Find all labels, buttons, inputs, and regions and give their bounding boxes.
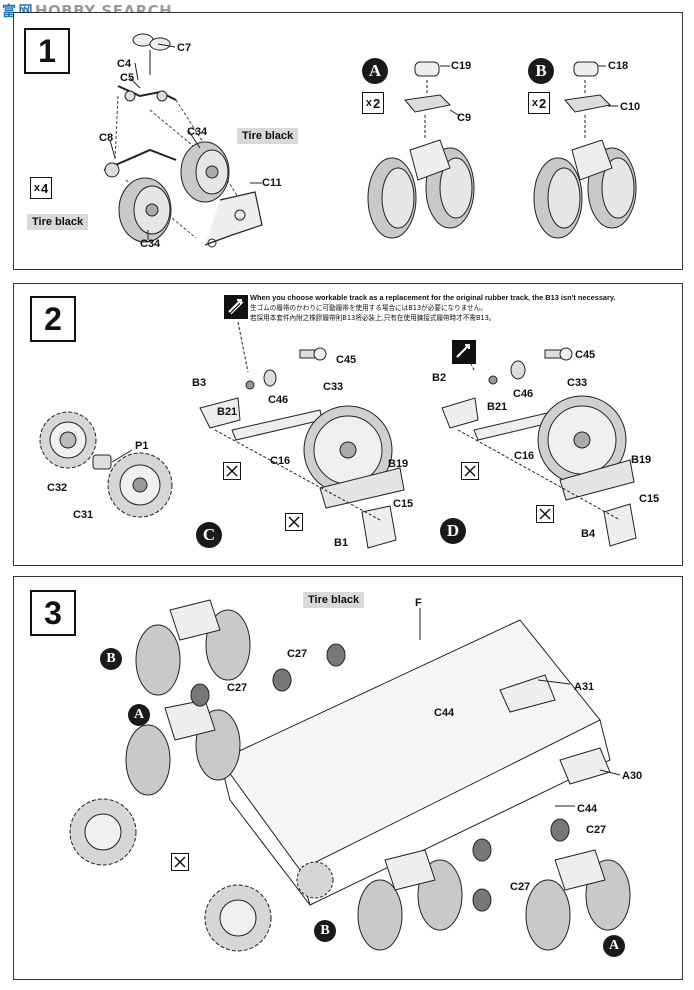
part-label: C9 xyxy=(457,112,472,124)
part-label: C7 xyxy=(177,42,192,54)
part-label: B4 xyxy=(581,528,596,540)
part-label: C16 xyxy=(514,450,535,462)
track-note-jp: 生ゴムの履帯のかわりに可動履帯を使用する場合にはB13が必要になりません。 xyxy=(250,304,487,312)
marker-a: A xyxy=(128,704,150,726)
part-label: C4 xyxy=(117,58,132,70)
part-label: C27 xyxy=(227,682,248,694)
part-label: C18 xyxy=(608,60,629,72)
part-label: C34 xyxy=(187,126,208,138)
track-swap-icon-glyph xyxy=(456,344,470,358)
step-2-number: 2 xyxy=(30,296,76,342)
part-label: A30 xyxy=(622,770,643,782)
paint-label-tire-black: Tire black xyxy=(237,128,299,144)
track-swap-icon-glyph xyxy=(228,299,244,315)
paint-label-tire-black: Tire black xyxy=(303,592,365,608)
part-label: C44 xyxy=(434,707,455,719)
cut-icon-glyph xyxy=(288,516,300,528)
part-label: A31 xyxy=(574,681,595,693)
track-swap-icon xyxy=(452,340,476,364)
step-3-number: 3 xyxy=(30,590,76,636)
part-label: C46 xyxy=(513,388,534,400)
cut-icon xyxy=(171,853,189,871)
track-note: When you choose workable track as a repl… xyxy=(250,293,616,323)
part-label: B19 xyxy=(631,454,652,466)
part-label: B21 xyxy=(217,406,238,418)
part-label: C46 xyxy=(268,394,289,406)
marker-b: B xyxy=(314,920,336,942)
part-label: B3 xyxy=(192,377,207,389)
part-label: C27 xyxy=(510,881,531,893)
track-note-en: When you choose workable track as a repl… xyxy=(250,293,616,302)
marker-d: D xyxy=(440,518,466,544)
part-label: C44 xyxy=(577,803,598,815)
part-label: B1 xyxy=(334,537,349,549)
watermark-cn: 富 xyxy=(2,4,17,20)
part-label: C31 xyxy=(73,509,94,521)
cut-icon xyxy=(223,462,241,480)
part-label: C8 xyxy=(99,132,114,144)
cut-icon-glyph xyxy=(539,508,551,520)
part-label: C19 xyxy=(451,60,472,72)
part-label: C45 xyxy=(336,354,357,366)
part-label: C33 xyxy=(323,381,344,393)
marker-b: B xyxy=(528,58,554,84)
part-label: C27 xyxy=(287,648,308,660)
part-label: B21 xyxy=(487,401,508,413)
part-label: C15 xyxy=(393,498,414,510)
part-label: B19 xyxy=(388,458,409,470)
part-label: C5 xyxy=(120,72,135,84)
part-label: P1 xyxy=(135,440,149,452)
marker-b: B xyxy=(100,648,122,670)
part-label: C32 xyxy=(47,482,68,494)
part-label: B2 xyxy=(432,372,447,384)
cut-icon xyxy=(461,462,479,480)
part-label: C16 xyxy=(270,455,291,467)
track-swap-icon xyxy=(224,295,248,319)
track-note-cn: 若採用本套件內附之橡膠履帶則B13将必装上,只有在使用鍊接式履帶時才不需B13。 xyxy=(250,314,496,322)
cut-icon-glyph xyxy=(174,856,186,868)
part-label: C33 xyxy=(567,377,588,389)
part-label: F xyxy=(415,597,422,609)
cut-icon-glyph xyxy=(464,465,476,477)
part-label: C27 xyxy=(586,824,607,836)
step-1-number: 1 xyxy=(24,28,70,74)
marker-a: A xyxy=(603,935,625,957)
marker-a: A xyxy=(362,58,388,84)
marker-c: C xyxy=(196,522,222,548)
cut-icon-glyph xyxy=(226,465,238,477)
cut-icon xyxy=(536,505,554,523)
part-label: C45 xyxy=(575,349,596,361)
paint-label-tire-black: Tire black xyxy=(27,214,89,230)
part-label: C15 xyxy=(639,493,660,505)
part-label: C10 xyxy=(620,101,641,113)
part-label: C11 xyxy=(262,177,282,189)
part-label: C34 xyxy=(140,238,161,250)
cut-icon xyxy=(285,513,303,531)
